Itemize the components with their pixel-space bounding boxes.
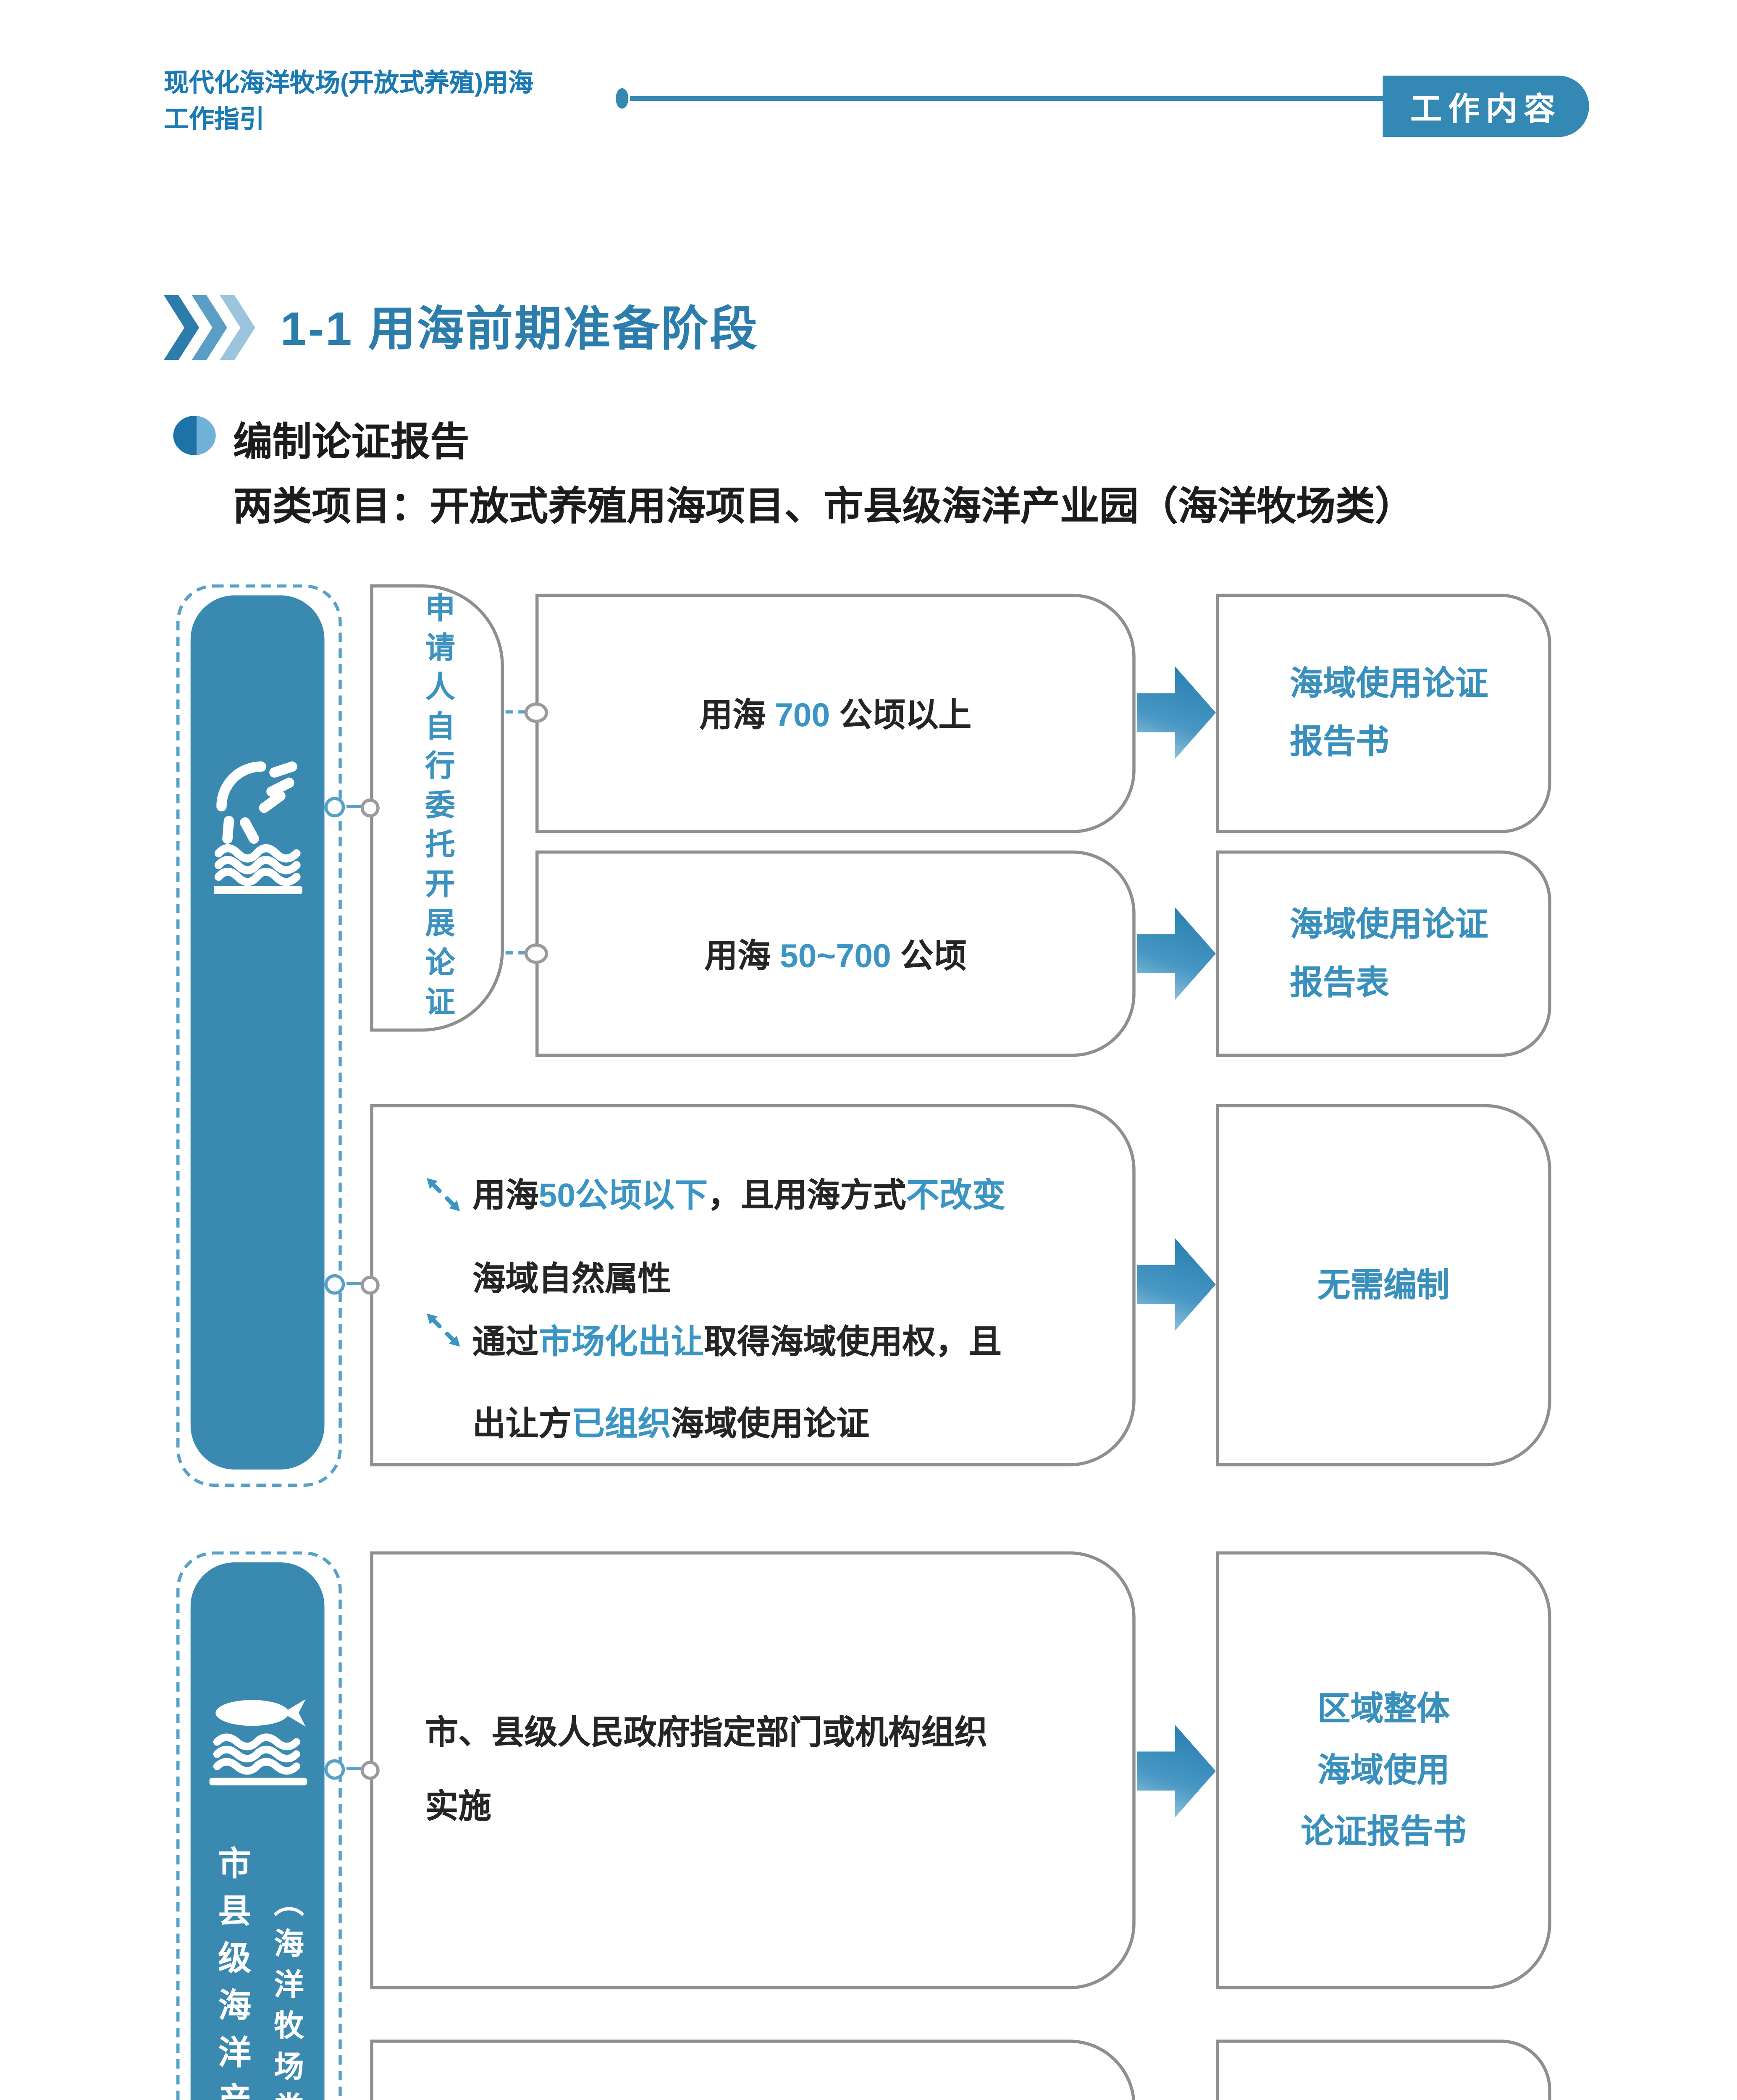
result-line: 海域使用论证	[1290, 666, 1488, 703]
connector-dash	[346, 1767, 362, 1770]
group-industrial-park	[176, 1551, 342, 2100]
text-segment: 用海	[699, 698, 775, 734]
text-segment: 用海	[704, 938, 780, 974]
condition-text: 用海 50~700 公顷	[704, 930, 966, 977]
section-title: 1-1 用海前期准备阶段	[280, 304, 759, 356]
connector-dot	[360, 1276, 380, 1295]
connector-dot	[524, 943, 548, 964]
pill-open-aquaculture-label: 开放式养殖用海项目	[37, 935, 76, 1418]
text-segment: 用海	[472, 1178, 539, 1215]
connector-dash	[505, 951, 526, 955]
diagonal-arrows-icon	[427, 1178, 460, 1211]
side-box-applicant: 申请人自行委托开展论证	[370, 584, 504, 1032]
section-subtitle: 两类项目：开放式养殖用海项目、市县级海洋产业园（海洋牧场类）	[233, 485, 1414, 529]
condition-line: 市、县级人民政府指定部门或机构组织	[425, 1715, 988, 1751]
result-line: 报告书	[1290, 724, 1389, 761]
text-segment-highlight: 不改变	[906, 1178, 1005, 1215]
flow-arrow-icon	[1137, 1725, 1216, 1818]
result-line: 论证报告书	[1301, 1814, 1467, 1850]
condition-text: 用海 700 公顷以上	[699, 690, 971, 738]
exemption-item1-line1: 用海50公顷以下，且用海方式不改变	[472, 1170, 1005, 1218]
header-badge: 工作内容	[1383, 76, 1589, 137]
doc-title: 现代化海洋牧场(开放式养殖)用海 工作指引	[164, 66, 533, 139]
pill-label-wrap: 开放式养殖用海项目	[31, 936, 484, 1425]
result-line: 海域使用论证	[1290, 906, 1488, 943]
header-rule	[630, 96, 1383, 101]
result-box-report-form: 海域使用论证 报告表	[1216, 850, 1551, 1057]
connector-dot	[360, 1761, 380, 1780]
connector-dash	[505, 710, 526, 714]
triple-chevron-icon	[164, 295, 255, 360]
condition-box-gov-implement: 市、县级人民政府指定部门或机构组织 实施	[370, 1551, 1136, 1990]
side-box-applicant-label: 申请人自行委托开展论证	[420, 591, 454, 1025]
connector-dot	[324, 797, 345, 818]
result-box-no-further: 不再进行海域 使用论证	[1216, 2040, 1551, 2100]
result-line: 无需编制	[1317, 1267, 1450, 1304]
pill-industrial-park-sublabel: （海洋牧场类）	[269, 1887, 302, 2100]
text-segment-highlight: 海域自然属性	[472, 1261, 671, 1298]
text-segment: 取得海域使用权，且	[704, 1324, 1002, 1361]
text-segment-highlight: 已组织	[572, 1406, 671, 1443]
exemption-item2-line2: 出让方已组织海域使用论证	[472, 1399, 869, 1446]
text-segment-highlight: 50公顷以下	[538, 1178, 708, 1215]
flow-arrow-icon	[1137, 1238, 1216, 1331]
condition-box-single-project: 海洋产业园内的单个现代化海洋牧场项目 申请用海	[370, 2040, 1136, 2100]
pill-industrial-park-labels: 市县级海洋产业园 （海洋牧场类）	[191, 1846, 325, 2100]
text-segment: 公顷以上	[830, 698, 972, 734]
pill-industrial-park-label: 市县级海洋产业园	[214, 1846, 251, 2100]
header-dot-icon	[616, 88, 629, 109]
result-box-report-book: 海域使用论证 报告书	[1216, 593, 1551, 833]
text-segment: ，且用海方式	[708, 1178, 906, 1215]
pill-open-aquaculture: 开放式养殖用海项目	[37, 595, 325, 1470]
doc-title-line2: 工作指引	[164, 107, 265, 134]
result-box-no-need: 无需编制	[1216, 1104, 1551, 1467]
bullet-dot-icon	[173, 416, 216, 455]
flow-arrow-icon	[1137, 907, 1216, 1000]
condition-box-50to700: 用海 50~700 公顷	[535, 850, 1136, 1057]
result-box-regional-report: 区域整体 海域使用 论证报告书	[1216, 1551, 1551, 1990]
exemption-item2-line1: 通过市场化出让取得海域使用权，且	[472, 1317, 1002, 1364]
text-segment: 海域使用论证	[671, 1406, 870, 1443]
doc-title-line1: 现代化海洋牧场(开放式养殖)用海	[164, 71, 534, 98]
connector-dash	[346, 1282, 362, 1285]
result-line: 区域整体	[1317, 1690, 1450, 1727]
result-line: 海域使用	[1317, 1752, 1450, 1789]
result-line: 报告表	[1290, 964, 1389, 1001]
connector-dash	[346, 805, 362, 808]
connector-dot	[360, 798, 380, 818]
text-segment-highlight: 市场化出让	[538, 1324, 704, 1361]
text-segment-highlight: 700	[774, 698, 830, 734]
text-segment: 通过	[472, 1324, 539, 1361]
bullet-heading: 编制论证报告	[233, 420, 470, 465]
text-segment-highlight: 50~700	[779, 938, 891, 974]
text-segment: 公顷	[891, 938, 967, 974]
condition-box-exemption: 用海50公顷以下，且用海方式不改变 海域自然属性 通过市场化出让取得海域使用权，…	[370, 1104, 1136, 1467]
sun-over-waves-icon	[213, 761, 302, 894]
connector-dot	[324, 1274, 345, 1295]
connector-dot	[324, 1759, 345, 1780]
condition-line: 实施	[425, 1789, 492, 1826]
fish-over-waves-icon	[208, 1699, 307, 1785]
group-open-aquaculture	[176, 584, 342, 1487]
text-segment: 出让方	[472, 1406, 572, 1443]
flow-arrow-icon	[1137, 666, 1216, 759]
exemption-item1-line2: 海域自然属性	[472, 1254, 671, 1301]
diagonal-arrows-icon	[427, 1313, 460, 1347]
condition-box-over700: 用海 700 公顷以上	[535, 593, 1136, 833]
connector-dot	[524, 702, 548, 723]
pill-industrial-park: 市县级海洋产业园 （海洋牧场类）	[190, 1562, 325, 2100]
